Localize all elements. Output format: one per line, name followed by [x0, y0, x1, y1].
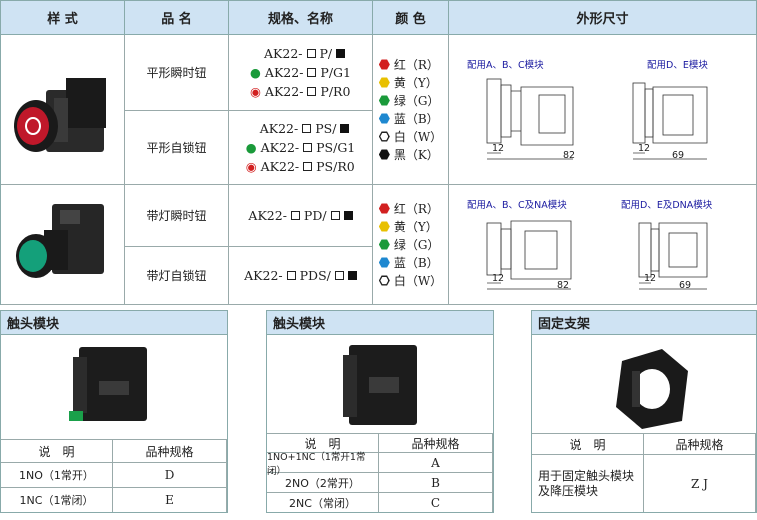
- model-list: AK22-PS/ ●AK22-PS/G1 ◉AK22-PS/R0: [229, 111, 373, 185]
- dimension-sketch: [486, 78, 708, 290]
- row-code: A: [379, 453, 493, 473]
- module-image: [69, 347, 147, 421]
- product-name: 带灯自锁钮: [125, 247, 229, 305]
- flat-button-image: [1, 35, 125, 185]
- dim-value: 82: [563, 150, 576, 161]
- header-dims: 外形尺寸: [449, 1, 757, 35]
- dim-label: 配用A、B、C模块: [467, 60, 544, 71]
- row-desc: 2NC（常闭）: [267, 493, 379, 512]
- dim-value: 12: [644, 273, 657, 284]
- header-name: 品 名: [125, 1, 229, 35]
- lit-button-image: [1, 185, 125, 305]
- header-color: 颜 色: [373, 1, 449, 35]
- col-header: 说 明: [1, 439, 113, 463]
- row-desc: 用于固定触头模块及降压模块: [532, 455, 644, 512]
- col-header: 说 明: [267, 433, 379, 453]
- row-code: D: [113, 463, 227, 488]
- bracket-box: 固定支架 说 明 品种规格 用于固定触头模块及降压模块 Z J: [531, 310, 757, 513]
- color-list: 红（R） 黄（Y） 绿（G） 蓝（B） 白（W）: [373, 185, 449, 305]
- dim-value: 82: [557, 280, 570, 291]
- box-title: 固定支架: [532, 311, 756, 335]
- dim-label: 配用D、E模块: [647, 60, 708, 71]
- contact-module-box-1: 触头模块 说 明 品种规格 1NO（1常开） D 1NC（1常闭） E: [0, 310, 228, 513]
- dim-value: 12: [492, 143, 505, 154]
- color-list: 红（R） 黄（Y） 绿（G） 蓝（B） 白（W） 黑（K）: [373, 35, 449, 185]
- row-desc: 1NO（1常开）: [1, 463, 113, 488]
- model-list: AK22-PD/: [229, 185, 373, 247]
- row-code: Z J: [644, 455, 756, 512]
- dim-value: 12: [638, 143, 651, 154]
- box-title: 触头模块: [1, 311, 227, 335]
- dim-value: 69: [672, 150, 685, 161]
- product-name: 平形瞬时钮: [125, 35, 229, 111]
- row-desc: 1NO+1NC（1常开1常闭）: [267, 452, 379, 477]
- contact-module-box-2: 触头模块 说 明 品种规格 1NO+1NC（1常开1常闭） A 2NO（2常开）…: [266, 310, 494, 513]
- box-title: 触头模块: [267, 311, 493, 335]
- col-header: 品种规格: [379, 433, 493, 453]
- row-code: E: [113, 488, 227, 512]
- row-code: B: [379, 473, 493, 493]
- module-image: [343, 345, 417, 425]
- row-code: C: [379, 493, 493, 512]
- main-table: 样 式 品 名 规格、名称 颜 色 外形尺寸 平形瞬时钮 平形自锁钮 带灯瞬时钮…: [0, 0, 757, 305]
- model-list: AK22-PDS/: [229, 247, 373, 305]
- product-name: 带灯瞬时钮: [125, 185, 229, 247]
- col-header: 品种规格: [644, 433, 756, 455]
- row-desc: 1NC（1常闭）: [1, 488, 113, 512]
- dim-value: 12: [492, 273, 505, 284]
- header-style: 样 式: [1, 1, 125, 35]
- header-spec: 规格、名称: [229, 1, 373, 35]
- col-header: 品种规格: [113, 439, 227, 463]
- model-list: AK22-P/ ●AK22-P/G1 ◉AK22-P/R0: [229, 35, 373, 111]
- product-name: 平形自锁钮: [125, 111, 229, 185]
- bracket-image: [616, 349, 688, 429]
- row-desc: 2NO（2常开）: [267, 473, 379, 493]
- col-header: 说 明: [532, 433, 644, 455]
- dim-label: 配用D、E及DNA模块: [621, 200, 713, 211]
- dim-value: 69: [679, 280, 692, 291]
- dim-label: 配用A、B、C及NA模块: [467, 200, 567, 211]
